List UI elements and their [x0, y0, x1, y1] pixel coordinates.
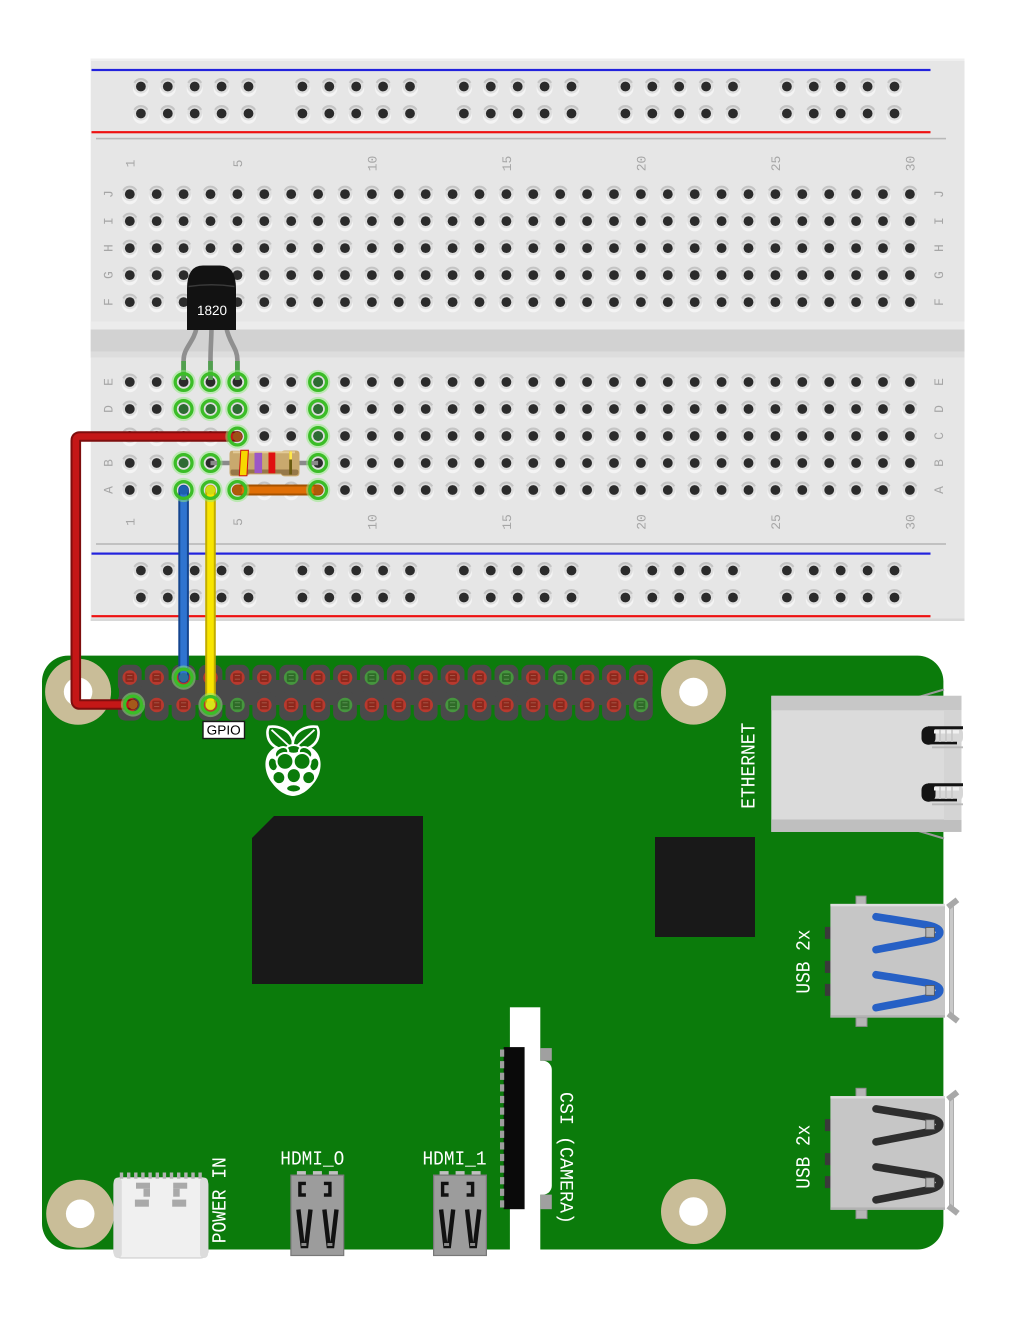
svg-text:CSI (CAMERA): CSI (CAMERA)	[555, 1092, 577, 1224]
svg-text:5: 5	[231, 518, 246, 526]
svg-text:E: E	[102, 378, 117, 386]
svg-text:HDMI_1: HDMI_1	[423, 1149, 487, 1172]
svg-text:15: 15	[500, 156, 515, 172]
svg-text:F: F	[932, 298, 947, 306]
svg-text:5: 5	[231, 160, 246, 168]
svg-text:1820: 1820	[197, 303, 227, 318]
svg-text:1: 1	[123, 518, 138, 526]
svg-text:30: 30	[903, 514, 918, 530]
svg-text:D: D	[932, 405, 947, 413]
svg-text:I: I	[932, 217, 947, 225]
svg-text:20: 20	[634, 514, 649, 530]
svg-text:USB 2x: USB 2x	[794, 930, 817, 994]
svg-text:10: 10	[365, 514, 380, 530]
svg-text:B: B	[932, 459, 947, 467]
svg-text:20: 20	[634, 156, 649, 172]
svg-text:HDMI_O: HDMI_O	[280, 1149, 344, 1172]
svg-text:B: B	[102, 459, 117, 467]
svg-text:D: D	[102, 405, 117, 413]
svg-text:30: 30	[903, 156, 918, 172]
svg-text:H: H	[932, 244, 947, 252]
svg-text:E: E	[932, 378, 947, 386]
svg-text:1: 1	[123, 159, 138, 167]
svg-text:H: H	[102, 244, 117, 252]
svg-text:POWER IN: POWER IN	[210, 1157, 233, 1243]
svg-text:J: J	[932, 190, 947, 198]
svg-text:A: A	[932, 486, 947, 494]
svg-text:I: I	[102, 217, 117, 225]
svg-text:G: G	[102, 271, 117, 279]
svg-text:25: 25	[769, 514, 784, 530]
svg-text:15: 15	[500, 514, 515, 530]
svg-text:USB 2x: USB 2x	[794, 1125, 817, 1189]
svg-text:25: 25	[769, 156, 784, 172]
svg-text:10: 10	[365, 156, 380, 172]
svg-text:GPIO: GPIO	[207, 723, 241, 738]
svg-text:ETHERNET: ETHERNET	[739, 723, 762, 809]
svg-text:A: A	[102, 486, 117, 494]
svg-text:G: G	[932, 271, 947, 279]
svg-text:J: J	[102, 190, 117, 198]
svg-text:C: C	[932, 432, 947, 440]
svg-text:F: F	[102, 298, 117, 306]
